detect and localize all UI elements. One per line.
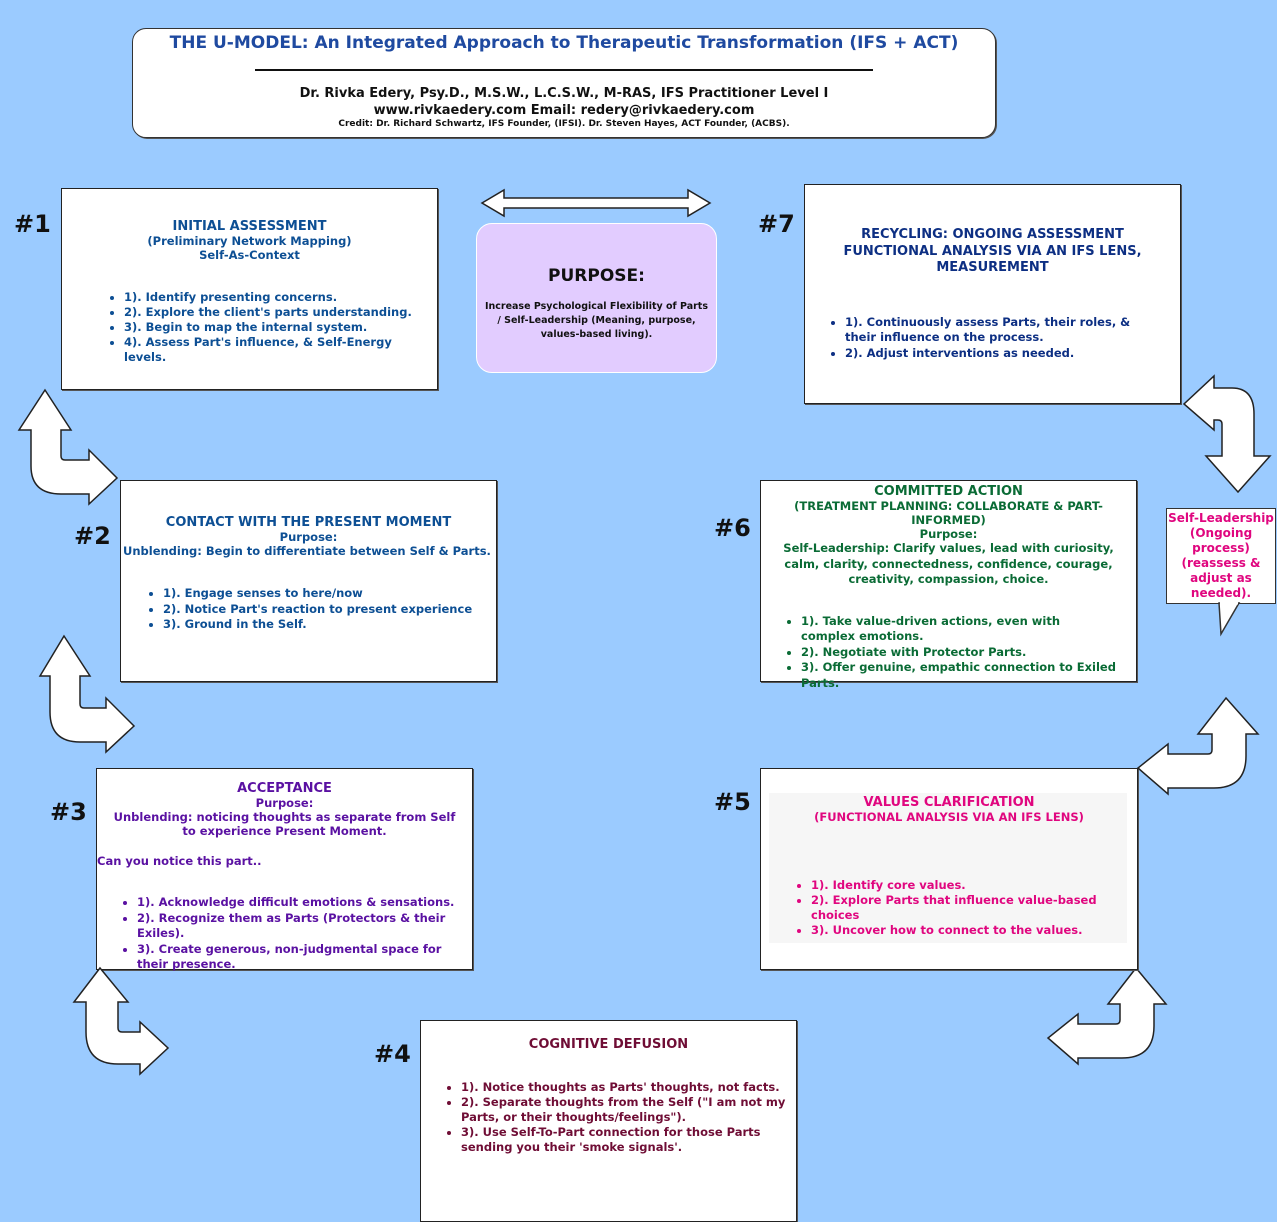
purpose-box: PURPOSE: Increase Psychological Flexibil…	[476, 223, 717, 373]
step-3-box: ACCEPTANCE Purpose: Unblending: noticing…	[96, 768, 473, 973]
step-6-number: #6	[714, 514, 751, 542]
step-6-list: 1). Take value-driven actions, even with…	[761, 614, 1136, 692]
list-item: 3). Create generous, non-judgmental spac…	[137, 942, 472, 973]
step-4-number: #4	[374, 1040, 411, 1068]
callout-pointer	[1218, 601, 1241, 637]
step-4-list: 1). Notice thoughts as Parts' thoughts, …	[421, 1080, 796, 1155]
curved-arrow-icon	[38, 634, 136, 754]
list-item: 4). Assess Part's influence, & Self-Ener…	[124, 335, 437, 365]
step-6-subtitle: (TREATMENT PLANNING: COLLABORATE & PART-…	[794, 499, 1103, 527]
step-5-subtitle: (FUNCTIONAL ANALYSIS VIA AN IFS LENS)	[814, 810, 1084, 824]
list-item: 2). Negotiate with Protector Parts.	[801, 645, 1116, 661]
list-item: 1). Identify presenting concerns.	[124, 290, 437, 305]
contact-line: www.rivkaedery.com Email: redery@rivkaed…	[373, 103, 755, 118]
list-item: 2). Separate thoughts from the Self ("I …	[461, 1095, 786, 1125]
step-5-list: 1). Identify core values. 2). Explore Pa…	[761, 878, 1137, 938]
step-2-number: #2	[74, 522, 111, 550]
curved-arrow-icon	[1182, 374, 1272, 494]
step-3-prompt: Can you notice this part..	[97, 854, 262, 868]
purpose-title: PURPOSE:	[548, 266, 645, 286]
step-1-number: #1	[14, 210, 51, 238]
step-2-box: CONTACT WITH THE PRESENT MOMENT Purpose:…	[120, 480, 497, 682]
step-3-title: ACCEPTANCE	[237, 781, 332, 796]
list-item: 1). Continuously assess Parts, their rol…	[845, 315, 1156, 346]
step-2-purpose-label: Purpose:	[279, 530, 338, 544]
step-2-title: CONTACT WITH THE PRESENT MOMENT	[165, 515, 452, 530]
step-5-box: VALUES CLARIFICATION (FUNCTIONAL ANALYSI…	[760, 768, 1138, 970]
step-4-title: COGNITIVE DEFUSION	[528, 1037, 689, 1052]
step-3-purpose-text: Unblending: noticing thoughts as separat…	[113, 810, 456, 838]
step-3-purpose-label: Purpose:	[255, 796, 314, 810]
step-7-title: RECYCLING: ONGOING ASSESSMENT FUNCTIONAL…	[843, 227, 1142, 275]
list-item: 3). Begin to map the internal system.	[124, 320, 437, 335]
step-2-purpose-text: Unblending: Begin to differentiate betwe…	[123, 544, 491, 558]
step-7-list: 1). Continuously assess Parts, their rol…	[805, 315, 1180, 362]
step-1-subtitle: (Preliminary Network Mapping)	[147, 234, 352, 248]
curved-arrow-icon	[1046, 966, 1168, 1066]
step-5-number: #5	[714, 788, 751, 816]
step-3-list: 1). Acknowledge difficult emotions & sen…	[97, 895, 472, 973]
double-arrow-icon	[480, 188, 712, 218]
step-1-subtitle2: Self-As-Context	[199, 248, 300, 262]
list-item: 2). Explore the client's parts understan…	[124, 305, 437, 320]
step-6-purpose-label: Purpose:	[919, 527, 978, 541]
list-item: 1). Engage senses to here/now	[163, 586, 496, 602]
credit-line: Credit: Dr. Richard Schwartz, IFS Founde…	[338, 119, 790, 129]
list-item: 1). Identify core values.	[811, 878, 1137, 893]
step-2-list: 1). Engage senses to here/now 2). Notice…	[121, 586, 496, 633]
list-item: 1). Take value-driven actions, even with…	[801, 614, 1116, 645]
step-7-number: #7	[758, 210, 795, 238]
curved-arrow-icon	[72, 966, 170, 1076]
step-1-list: 1). Identify presenting concerns. 2). Ex…	[62, 290, 437, 365]
step-4-box: COGNITIVE DEFUSION 1). Notice thoughts a…	[420, 1020, 797, 1222]
step-6-title: COMMITTED ACTION	[874, 484, 1023, 499]
list-item: 2). Adjust interventions as needed.	[845, 346, 1156, 362]
title-divider	[255, 69, 873, 71]
author-line: Dr. Rivka Edery, Psy.D., M.S.W., L.C.S.W…	[299, 86, 829, 101]
step-3-number: #3	[50, 798, 87, 826]
step-7-box: RECYCLING: ONGOING ASSESSMENT FUNCTIONAL…	[804, 184, 1181, 404]
callout-text: Self-Leadership (Ongoing process) (reass…	[1168, 511, 1274, 600]
list-item: 3). Offer genuine, empathic connection t…	[801, 660, 1116, 691]
self-leadership-callout: Self-Leadership (Ongoing process) (reass…	[1166, 508, 1276, 604]
list-item: 3). Ground in the Self.	[163, 617, 496, 633]
step-5-panel	[769, 793, 1127, 943]
header-box: THE U-MODEL: An Integrated Approach to T…	[132, 28, 996, 138]
list-item: 3). Uncover how to connect to the values…	[811, 923, 1137, 938]
curved-arrow-icon	[1136, 696, 1260, 796]
list-item: 2). Notice Part's reaction to present ex…	[163, 602, 496, 618]
step-1-box: INITIAL ASSESSMENT (Preliminary Network …	[61, 188, 438, 390]
step-5-title: VALUES CLARIFICATION	[863, 795, 1035, 810]
purpose-text: Increase Psychological Flexibility of Pa…	[484, 301, 709, 340]
list-item: 1). Notice thoughts as Parts' thoughts, …	[461, 1080, 786, 1095]
diagram-title: THE U-MODEL: An Integrated Approach to T…	[169, 33, 959, 53]
step-1-title: INITIAL ASSESSMENT	[172, 219, 327, 234]
step-6-box: COMMITTED ACTION (TREATMENT PLANNING: CO…	[760, 480, 1137, 690]
list-item: 2). Explore Parts that influence value-b…	[811, 893, 1137, 923]
list-item: 2). Recognize them as Parts (Protectors …	[137, 911, 472, 942]
curved-arrow-icon	[17, 388, 119, 506]
list-item: 1). Acknowledge difficult emotions & sen…	[137, 895, 472, 911]
list-item: 3). Use Self-To-Part connection for thos…	[461, 1125, 786, 1155]
step-6-purpose-text: Self-Leadership: Clarify values, lead wi…	[783, 541, 1114, 586]
